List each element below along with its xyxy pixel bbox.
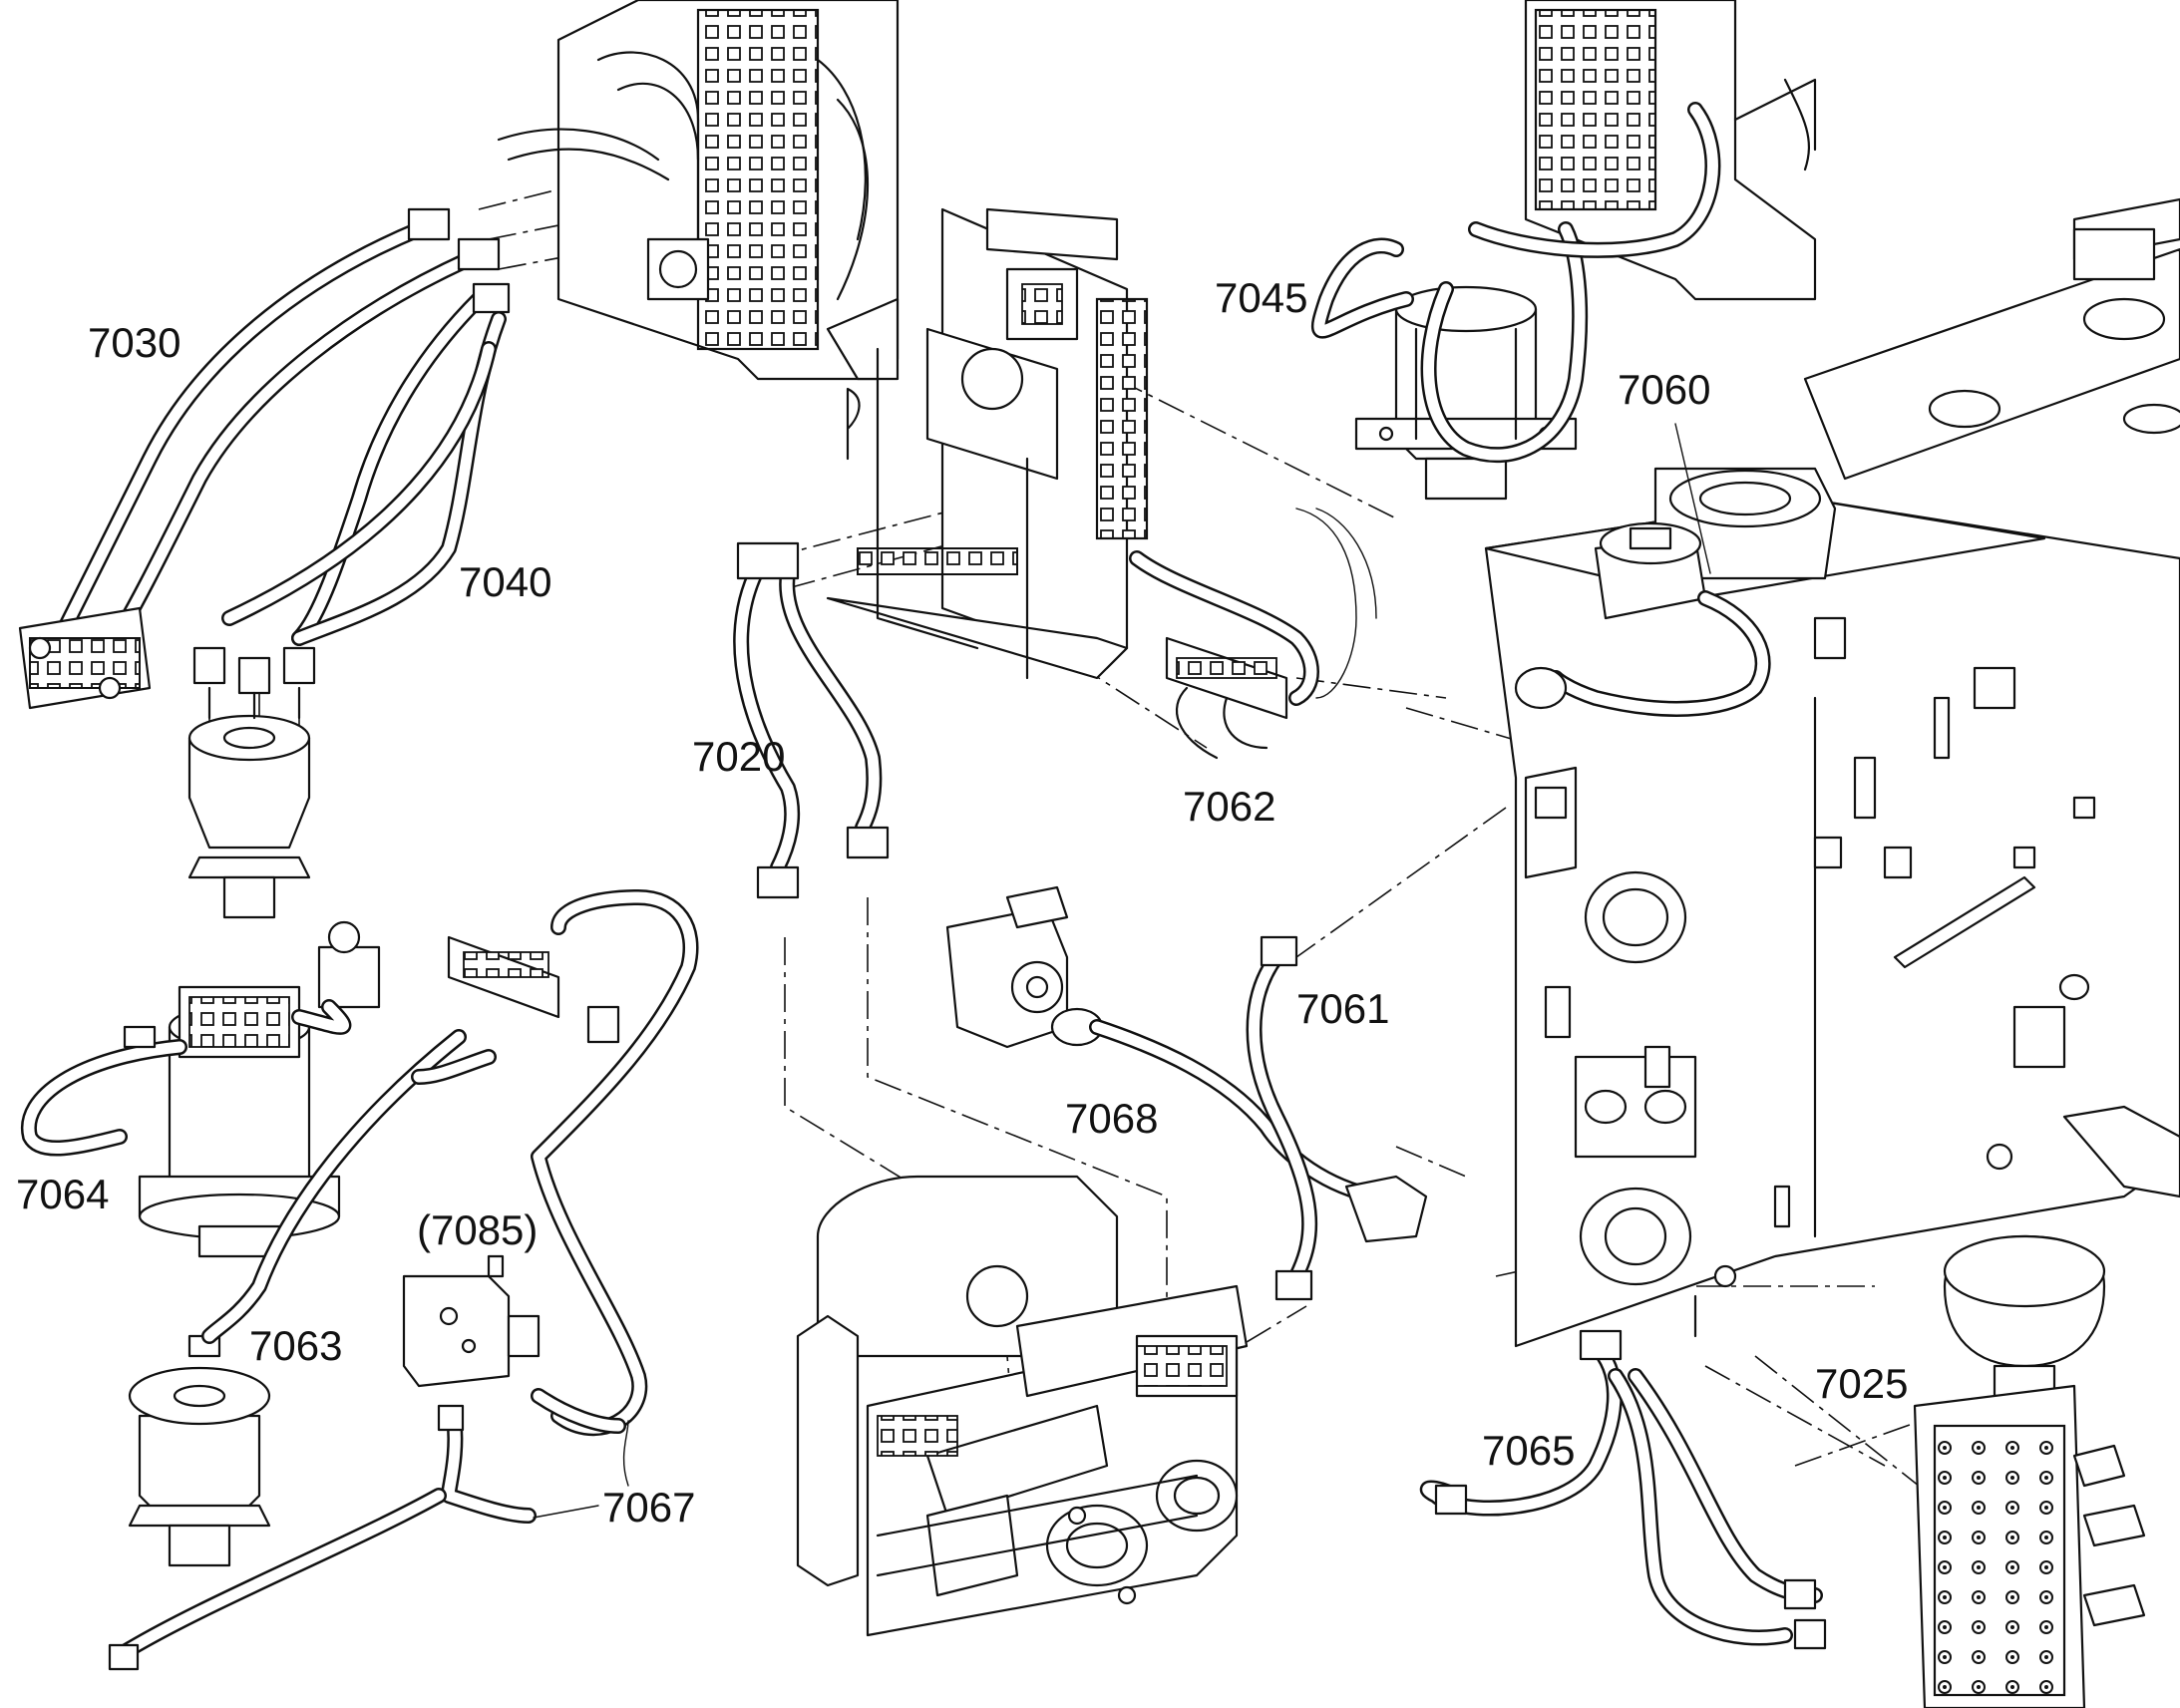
- motor-7064: [20, 920, 381, 1258]
- hose-7065: [1419, 1329, 1827, 1650]
- hose-7045: [1310, 102, 1721, 464]
- hose-7061: [1246, 935, 1428, 1301]
- hose-7067: [108, 1388, 626, 1671]
- hose-7062: [1129, 508, 1377, 760]
- part-labels: 7030 7040 7020 7045 7060 7062 7061 7068 …: [16, 274, 1908, 1531]
- main-pump: [796, 1175, 1249, 1637]
- center-valve-panel: [826, 207, 1149, 680]
- hydraulic-tank: [1484, 197, 2180, 1348]
- accumulator-block-7025: [1913, 1234, 2146, 1708]
- label-7065: 7065: [1482, 1427, 1575, 1474]
- valve-7085: [402, 1254, 541, 1388]
- label-7060: 7060: [1618, 366, 1710, 413]
- label-7067: 7067: [602, 1484, 695, 1531]
- top-left-valve-block: [497, 0, 900, 381]
- label-7063: 7063: [249, 1322, 342, 1369]
- label-7020: 7020: [692, 733, 785, 780]
- label-7085: (7085): [417, 1206, 538, 1253]
- label-7064: 7064: [16, 1171, 109, 1217]
- leader-lines: [533, 423, 1711, 1519]
- pump-7068: [945, 885, 1384, 1204]
- label-7045: 7045: [1215, 274, 1307, 321]
- label-7062: 7062: [1183, 783, 1275, 830]
- label-7068: 7068: [1065, 1095, 1158, 1142]
- motor-7040: [187, 646, 316, 919]
- hose-7020: [733, 541, 890, 899]
- hose-7030-7040: [18, 207, 511, 710]
- label-7030: 7030: [88, 319, 181, 366]
- label-7061: 7061: [1296, 985, 1389, 1032]
- top-right-valve-block: [1354, 0, 1817, 501]
- label-7040: 7040: [459, 558, 551, 605]
- motor-7063: [128, 1334, 271, 1567]
- label-7025: 7025: [1815, 1360, 1908, 1407]
- hose-7063: [201, 889, 699, 1437]
